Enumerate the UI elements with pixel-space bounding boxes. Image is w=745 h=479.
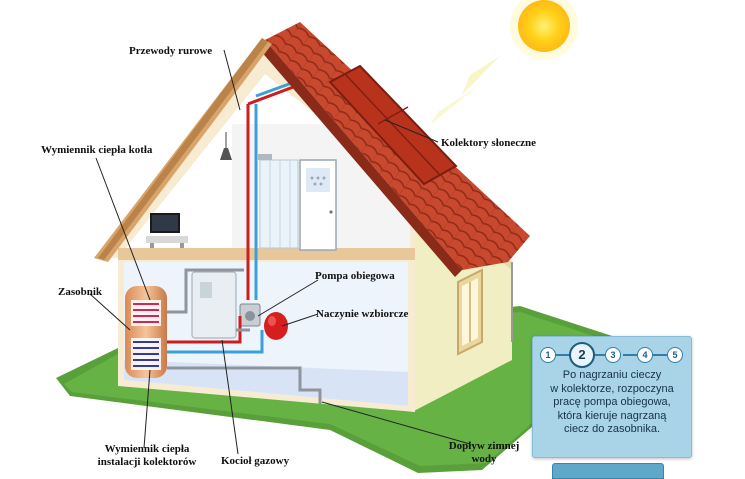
label-pipes: Przewody rurowe bbox=[129, 45, 212, 58]
description-line: w kolektorze, rozpoczyna bbox=[539, 383, 685, 397]
step-description: Po nagrzaniu cieczy w kolektorze, rozpoc… bbox=[539, 369, 685, 437]
gas-boiler bbox=[192, 272, 236, 338]
step-1-button[interactable]: 1 bbox=[540, 347, 556, 363]
label-cold-water-line2: wody bbox=[436, 453, 532, 466]
step-info-panel: 1 2 3 4 5 Po nagrzaniu cieczy w kolektor… bbox=[532, 336, 692, 458]
sun-icon bbox=[430, 0, 578, 125]
description-line: która kieruje nagrzaną bbox=[539, 410, 685, 424]
next-step-button[interactable] bbox=[552, 463, 664, 479]
side-window bbox=[458, 270, 482, 354]
label-collector-exchanger-line2: instalacji kolektorów bbox=[84, 456, 210, 469]
description-line: ciecz do zasobnika. bbox=[539, 423, 685, 437]
label-collector-exchanger: Wymiennik ciepła instalacji kolektorów bbox=[84, 443, 210, 469]
door-icon bbox=[300, 160, 336, 250]
label-pump: Pompa obiegowa bbox=[315, 270, 395, 283]
description-line: Po nagrzaniu cieczy bbox=[539, 369, 685, 383]
label-collector-exchanger-line1: Wymiennik ciepła bbox=[84, 443, 210, 456]
step-2-button[interactable]: 2 bbox=[569, 342, 595, 368]
label-tank: Zasobnik bbox=[58, 286, 102, 299]
step-navigator: 1 2 3 4 5 bbox=[533, 341, 691, 367]
step-5-button[interactable]: 5 bbox=[667, 347, 683, 363]
step-3-button[interactable]: 3 bbox=[605, 347, 621, 363]
expansion-vessel-icon bbox=[264, 312, 288, 340]
pump-icon bbox=[240, 304, 260, 326]
label-cold-water: Dopływ zimnej wody bbox=[436, 440, 532, 466]
label-boiler-exchanger: Wymiennik ciepła kotła bbox=[41, 144, 152, 157]
label-cold-water-line1: Dopływ zimnej bbox=[436, 440, 532, 453]
step-4-button[interactable]: 4 bbox=[637, 347, 653, 363]
label-solar-collectors: Kolektory słoneczne bbox=[441, 137, 536, 150]
label-expansion-vessel: Naczynie wzbiorcze bbox=[316, 308, 408, 321]
shower-icon bbox=[258, 154, 298, 248]
label-gas-boiler: Kocioł gazowy bbox=[221, 455, 289, 468]
description-line: pracę pompa obiegowa, bbox=[539, 396, 685, 410]
storage-tank bbox=[125, 286, 167, 378]
